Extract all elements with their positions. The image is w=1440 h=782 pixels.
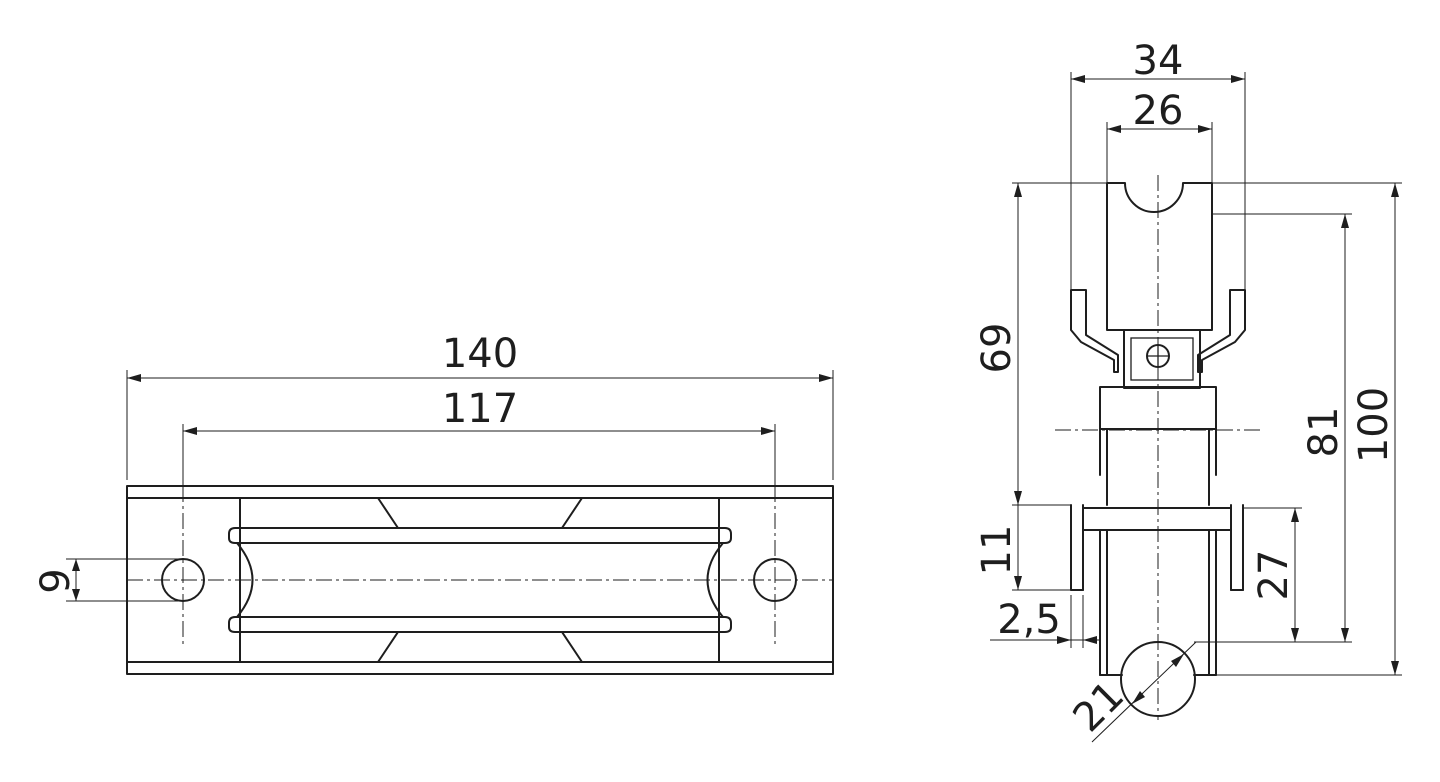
dim-label-140: 140: [442, 331, 518, 377]
dim-label-81: 81: [1301, 407, 1347, 458]
dimension-overall-height: 100: [1212, 182, 1402, 676]
front-view: 140 117 9: [33, 331, 834, 675]
dim-label-9: 9: [33, 568, 79, 593]
wheel-section-hatched: [1106, 182, 1213, 331]
dim-label-2-5: 2,5: [997, 597, 1061, 643]
dimension-groove-height: 81: [1194, 213, 1352, 643]
side-view: 34 26 69 11: [974, 38, 1402, 743]
dim-label-27: 27: [1251, 550, 1297, 601]
dimension-wheel-width: 26: [1106, 88, 1213, 183]
dimension-hole-spacing: 117: [182, 386, 776, 498]
bracket-top-chamfer: [377, 497, 583, 529]
dimension-overall-width: 34: [1070, 38, 1246, 290]
dim-label-69: 69: [974, 323, 1020, 374]
dim-label-11: 11: [974, 525, 1020, 576]
dimension-rail-diameter: 21: [1065, 641, 1197, 743]
dimension-plate-thickness: 2,5: [990, 595, 1100, 648]
dim-label-21: 21: [1065, 673, 1134, 742]
dim-label-100: 100: [1351, 387, 1397, 463]
dim-label-117: 117: [442, 386, 518, 432]
bracket-right-arm: [1197, 289, 1246, 373]
dimension-upper-height: 69: [974, 182, 1107, 506]
bearing: [1123, 329, 1201, 389]
dimension-bottom-offset: 11: [974, 505, 1071, 591]
bracket-left-arm: [1070, 289, 1119, 373]
dimension-overall-length: 140: [126, 331, 834, 480]
dim-label-26: 26: [1133, 88, 1184, 134]
bracket-bottom-chamfer: [377, 631, 583, 663]
dim-label-34: 34: [1133, 38, 1184, 84]
dimension-rail-offset: 27: [1243, 507, 1302, 642]
dimension-hole-diameter: 9: [33, 558, 178, 602]
